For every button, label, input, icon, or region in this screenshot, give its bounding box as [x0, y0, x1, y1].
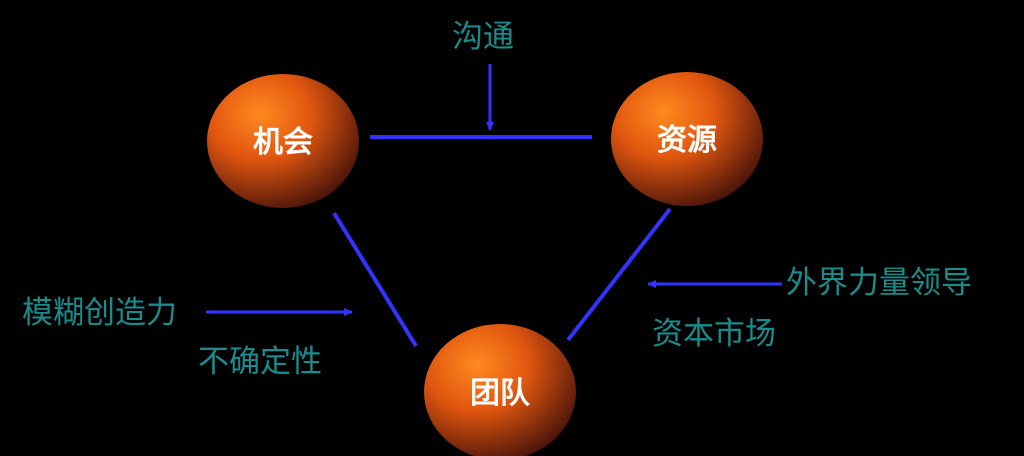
node-team: 团队: [424, 324, 576, 456]
node-resources-label: 资源: [657, 123, 717, 158]
annotation-communication: 沟通: [452, 19, 514, 55]
node-opportunity: 机会: [207, 74, 359, 208]
annotation-uncertainty: 不确定性: [198, 344, 322, 380]
connector-resources-team: [566, 207, 672, 342]
connector-opportunity-team: [332, 211, 418, 348]
annotation-ambiguity-creativity: 模糊创造力: [22, 295, 177, 331]
node-resources: 资源: [611, 72, 763, 206]
annotation-external-leadership: 外界力量领导: [786, 265, 972, 301]
node-team-label: 团队: [470, 376, 531, 411]
node-opportunity-label: 机会: [253, 125, 313, 160]
annotation-capital-market: 资本市场: [652, 316, 776, 352]
